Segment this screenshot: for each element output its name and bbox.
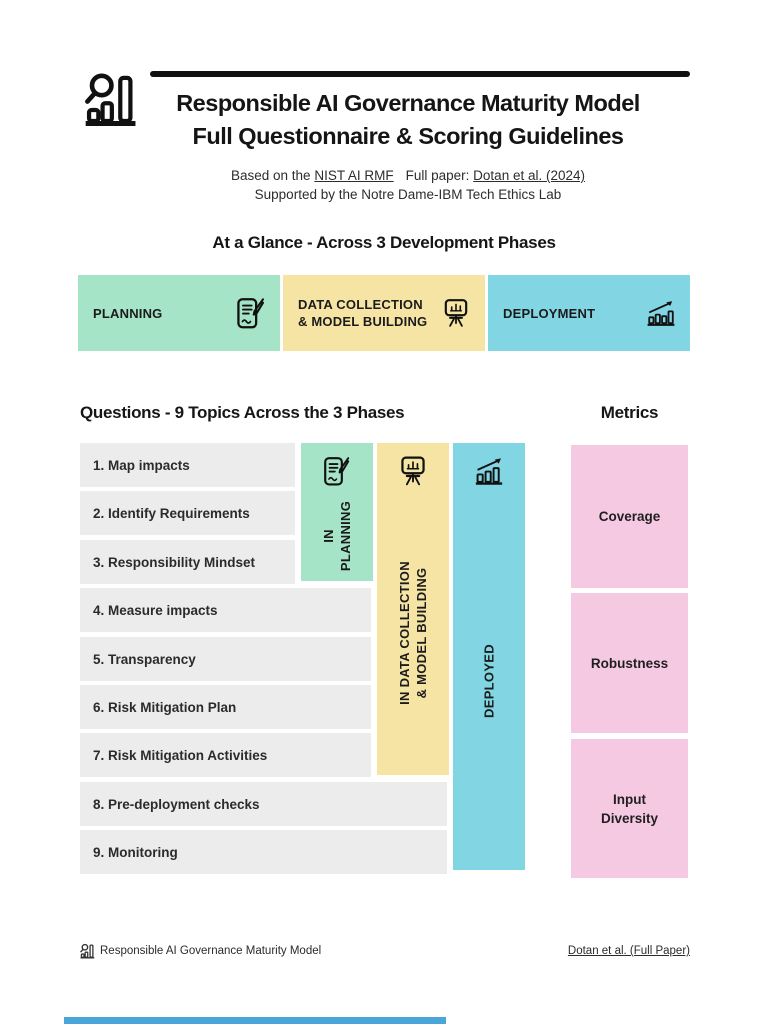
title-line-1: Responsible AI Governance Maturity Model bbox=[176, 90, 640, 116]
question-row-4: 4. Measure impacts bbox=[80, 588, 371, 632]
nist-ai-rmf-link[interactable]: NIST AI RMF bbox=[314, 168, 394, 183]
column-deployed: DEPLOYED bbox=[453, 443, 525, 870]
full-paper-link[interactable]: Dotan et al. (Full Paper) bbox=[567, 945, 690, 957]
column-in-planning: IN PLANNING bbox=[301, 443, 373, 581]
presentation-chart-icon bbox=[444, 299, 468, 327]
magnifier-chart-logo-icon bbox=[85, 73, 136, 126]
phase-box-planning: PLANNING bbox=[78, 275, 280, 351]
question-row-6: 6. Risk Mitigation Plan bbox=[80, 685, 371, 729]
phase-label-data-collection: DATA COLLECTION & MODEL BUILDING bbox=[298, 297, 428, 329]
header-rule bbox=[150, 71, 690, 77]
phase-label-deployment: DEPLOYMENT bbox=[503, 305, 596, 321]
next-page-edge bbox=[64, 1017, 446, 1024]
presentation-chart-icon bbox=[401, 456, 425, 486]
metric-box-input-diversity: Input Diversity bbox=[571, 739, 688, 878]
page-title: Responsible AI Governance Maturity Model… bbox=[88, 87, 728, 153]
footer: Responsible AI Governance Maturity Model… bbox=[80, 943, 690, 959]
question-row-1: 1. Map impacts bbox=[80, 443, 295, 487]
full-paper-label: Full paper: bbox=[405, 168, 470, 183]
phase-box-data-collection: DATA COLLECTION & MODEL BUILDING bbox=[283, 275, 485, 351]
magnifier-chart-logo-icon bbox=[80, 943, 95, 959]
based-on-text: Based on the bbox=[231, 168, 311, 183]
question-row-7: 7. Risk Mitigation Activities bbox=[80, 733, 371, 777]
column-in-data-collection: IN DATA COLLECTION & MODEL BUILDING bbox=[377, 443, 449, 775]
phase-label-planning: PLANNING bbox=[93, 305, 163, 321]
column-label-deployed: DEPLOYED bbox=[481, 643, 497, 718]
subtitle: Based on the NIST AI RMF Full paper: Dota… bbox=[88, 166, 728, 204]
metric-box-coverage: Coverage bbox=[571, 445, 688, 588]
column-label-in-data-collection: IN DATA COLLECTION & MODEL BUILDING bbox=[397, 561, 429, 705]
footer-brand-text: Responsible AI Governance Maturity Model bbox=[100, 945, 322, 957]
subtitle-line-1: Based on the NIST AI RMF Full paper: Dota… bbox=[88, 166, 728, 185]
metric-box-robustness: Robustness bbox=[571, 593, 688, 733]
metrics-heading: Metrics bbox=[600, 403, 659, 422]
question-row-8: 8. Pre-deployment checks bbox=[80, 782, 447, 826]
glance-heading: At a Glance - Across 3 Development Phase… bbox=[212, 233, 556, 252]
growth-chart-icon bbox=[647, 301, 675, 326]
questions-heading: Questions - 9 Topics Across the 3 Phases bbox=[80, 403, 405, 422]
question-row-9: 9. Monitoring bbox=[80, 830, 447, 874]
phase-row: PLANNING DATA COLLECTION & MODEL BUILDIN… bbox=[78, 275, 690, 351]
question-row-3: 3. Responsibility Mindset bbox=[80, 540, 295, 584]
question-row-2: 2. Identify Requirements bbox=[80, 491, 295, 535]
document-pen-icon bbox=[324, 457, 350, 486]
phase-box-deployment: DEPLOYMENT bbox=[488, 275, 690, 351]
growth-chart-icon bbox=[475, 458, 503, 485]
supported-by-text: Supported by the Notre Dame-IBM Tech Eth… bbox=[254, 187, 562, 202]
document-pen-icon bbox=[237, 298, 265, 329]
dotan-2024-link[interactable]: Dotan et al. (2024) bbox=[473, 168, 585, 183]
title-line-2: Full Questionnaire & Scoring Guidelines bbox=[192, 123, 624, 149]
column-label-in-planning: IN PLANNING bbox=[321, 500, 353, 572]
question-row-5: 5. Transparency bbox=[80, 637, 371, 681]
